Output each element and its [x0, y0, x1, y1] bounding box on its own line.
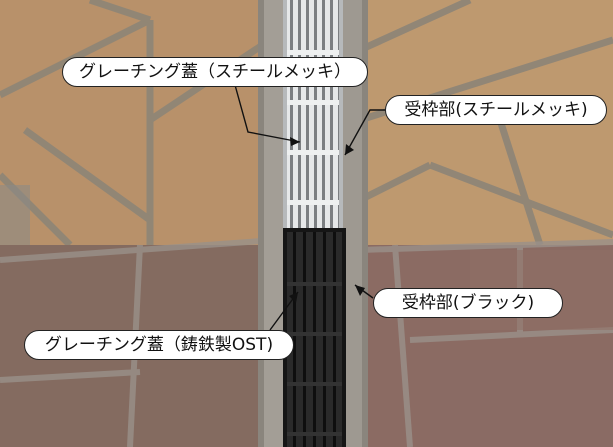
label-cover-cast-iron: グレーチング蓋（鋳鉄製OST)	[24, 330, 294, 360]
steel-grating-cover	[283, 0, 343, 228]
label-frame-steel: 受枠部(スチールメッキ)	[385, 95, 607, 125]
black-grating-cover	[283, 228, 346, 447]
leader-arrowheads	[289, 137, 365, 303]
label-frame-black: 受枠部(ブラック)	[373, 288, 563, 318]
label-cover-steel: グレーチング蓋（スチールメッキ）	[62, 57, 368, 87]
